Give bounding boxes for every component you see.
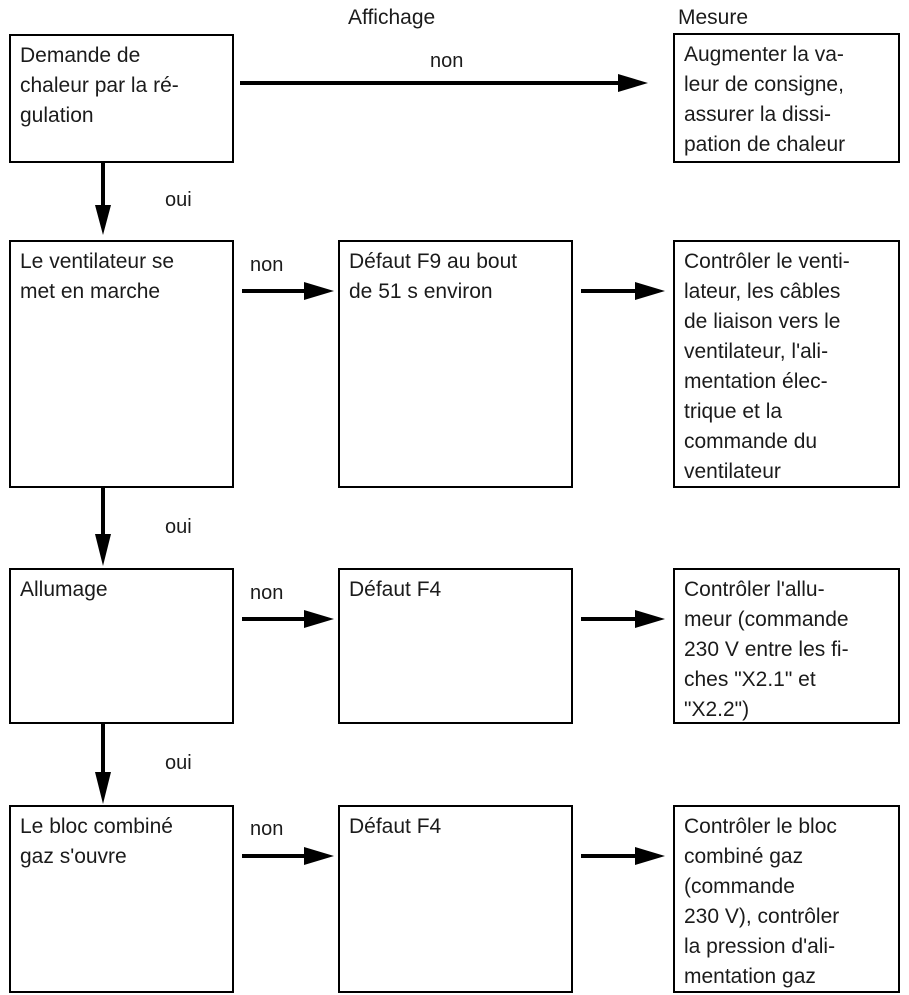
edge-label-no-row4: non [250, 818, 284, 840]
edge-label-yes-row3: oui [165, 752, 192, 774]
edge-label-no-row3: non [250, 582, 284, 604]
edge-label-no-row1: non [430, 50, 464, 72]
arrow-right-display-to-measure-row2 [581, 280, 665, 302]
node-measure-heat-demand: Augmenter la va- leur de consigne, assur… [673, 33, 900, 163]
node-text: Défaut F4 [349, 578, 442, 601]
arrow-down-row1-to-row2 [92, 163, 114, 235]
arrow-down-row3-to-row4 [92, 724, 114, 804]
node-measure-ignition: Contrôler l'allu- meur (commande 230 V e… [673, 568, 900, 724]
node-text: Allumage [20, 578, 108, 601]
column-header-affichage: Affichage [348, 6, 436, 29]
node-text: Contrôler le bloc combiné gaz (commande … [684, 815, 840, 988]
arrow-right-display-to-measure-row4 [581, 845, 665, 867]
node-condition-heat-demand: Demande de chaleur par la ré- gulation [9, 34, 234, 163]
node-text: Le bloc combiné gaz s'ouvre [20, 815, 173, 868]
node-display-ignition: Défaut F4 [338, 568, 573, 724]
node-display-gas-block: Défaut F4 [338, 805, 573, 993]
node-text: Défaut F9 au bout de 51 s environ [349, 250, 518, 303]
arrow-right-display-to-measure-row3 [581, 608, 665, 630]
node-condition-fan-start: Le ventilateur se met en marche [9, 240, 234, 488]
node-text: Défaut F4 [349, 815, 442, 838]
node-measure-fan-start: Contrôler le venti- lateur, les câbles d… [673, 240, 900, 488]
node-condition-ignition: Allumage [9, 568, 234, 724]
node-measure-gas-block: Contrôler le bloc combiné gaz (commande … [673, 805, 900, 993]
node-text: Demande de chaleur par la ré- gulation [20, 44, 179, 127]
arrow-right-row2-to-display [242, 280, 334, 302]
edge-label-no-row2: non [250, 254, 284, 276]
column-header-mesure: Mesure [678, 6, 749, 29]
arrow-down-row2-to-row3 [92, 488, 114, 566]
node-display-fan-start: Défaut F9 au bout de 51 s environ [338, 240, 573, 488]
node-text: Augmenter la va- leur de consigne, assur… [684, 43, 846, 156]
arrow-right-row3-to-display [242, 608, 334, 630]
node-text: Contrôler le venti- lateur, les câbles d… [684, 250, 850, 483]
edge-label-yes-row2: oui [165, 516, 192, 538]
arrow-right-row1-to-measure [240, 72, 648, 94]
arrow-right-row4-to-display [242, 845, 334, 867]
node-text: Contrôler l'allu- meur (commande 230 V e… [684, 578, 849, 721]
node-text: Le ventilateur se met en marche [20, 250, 175, 303]
node-condition-gas-block: Le bloc combiné gaz s'ouvre [9, 805, 234, 993]
edge-label-yes-row1: oui [165, 189, 192, 211]
